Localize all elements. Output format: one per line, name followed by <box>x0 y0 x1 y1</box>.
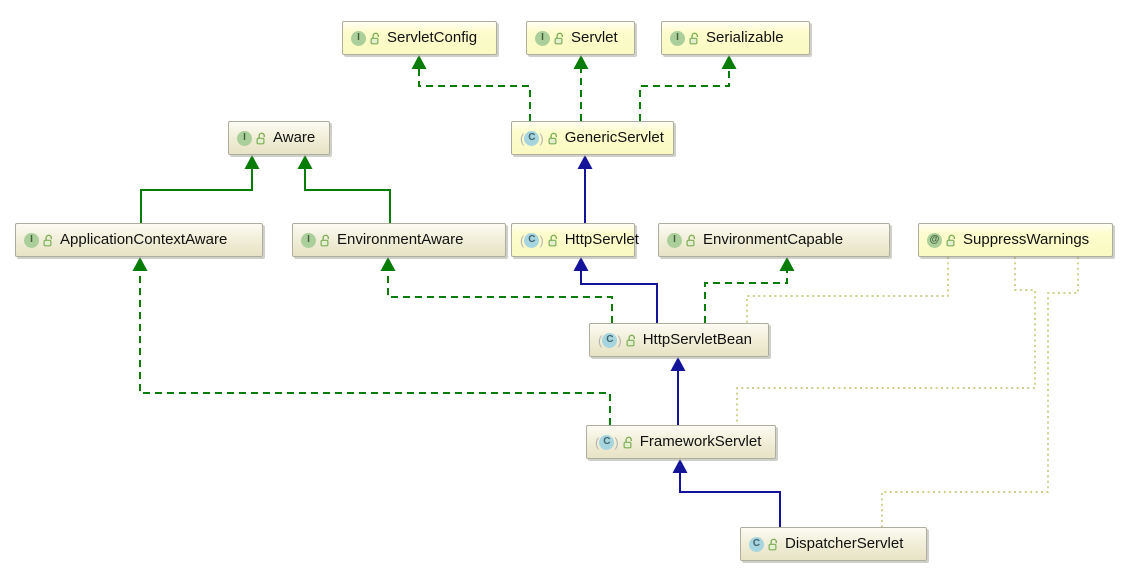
class-icon: (C) <box>520 232 544 248</box>
node-aware[interactable]: I Aware <box>228 121 330 155</box>
unlocked-icon <box>686 234 695 246</box>
node-applicationcontextaware[interactable]: I ApplicationContextAware <box>15 223 263 257</box>
unlocked-icon <box>548 132 557 144</box>
node-label: EnvironmentCapable <box>703 230 844 248</box>
node-label: Aware <box>273 128 316 146</box>
node-label: DispatcherServlet <box>785 534 904 552</box>
node-environmentcapable[interactable]: I EnvironmentCapable <box>658 223 890 257</box>
class-icon: (C) <box>595 434 619 450</box>
node-label: HttpServlet <box>564 230 639 248</box>
interface-icon: I <box>237 130 252 146</box>
interface-icon: I <box>301 232 316 248</box>
node-label: GenericServlet <box>564 128 664 146</box>
edge-applicationcontextaware-aware <box>140 169 253 223</box>
interface-icon: I <box>24 232 39 248</box>
unlocked-icon <box>320 234 329 246</box>
node-servlet[interactable]: I Servlet <box>526 21 635 55</box>
edge-frameworkservlet-applicationcontextaware <box>139 271 611 425</box>
class-icon: C <box>749 536 764 552</box>
node-environmentaware[interactable]: I EnvironmentAware <box>292 223 506 257</box>
arrowhead-implements <box>573 55 589 69</box>
arrowhead-extends-class <box>573 257 589 271</box>
edge-genericservlet-serializable <box>639 69 730 121</box>
node-label: EnvironmentAware <box>337 230 464 248</box>
arrowhead-extends-interface <box>297 155 313 169</box>
arrowhead-implements <box>721 55 737 69</box>
edge-httpservletbean-environmentaware <box>387 271 613 323</box>
unlocked-icon <box>548 234 557 246</box>
interface-icon: I <box>351 30 366 46</box>
arrowhead-extends-interface <box>244 155 260 169</box>
edge-suppresswarnings-frameworkservlet <box>736 257 1036 425</box>
interface-icon: I <box>667 232 682 248</box>
interface-icon: I <box>535 30 550 46</box>
edge-genericservlet-servletconfig <box>418 69 531 121</box>
node-servletconfig[interactable]: I ServletConfig <box>342 21 497 55</box>
node-label: HttpServletBean <box>642 330 752 348</box>
node-label: SuppressWarnings <box>963 230 1090 248</box>
annotation-icon: @ <box>927 232 942 248</box>
unlocked-icon <box>946 234 955 246</box>
node-label: ApplicationContextAware <box>60 230 228 248</box>
class-icon: (C) <box>520 130 544 146</box>
node-httpservletbean[interactable]: (C) HttpServletBean <box>589 323 769 357</box>
node-label: Serializable <box>706 28 784 46</box>
node-genericservlet[interactable]: (C) GenericServlet <box>511 121 674 155</box>
class-icon: (C) <box>598 332 622 348</box>
arrowhead-extends-class <box>670 357 686 371</box>
node-label: Servlet <box>571 28 618 46</box>
interface-icon: I <box>670 30 685 46</box>
node-httpservlet[interactable]: (C) HttpServlet <box>511 223 639 257</box>
node-frameworkservlet[interactable]: (C) FrameworkServlet <box>586 425 776 459</box>
unlocked-icon <box>623 436 632 448</box>
arrowhead-implements <box>132 257 148 271</box>
unlocked-icon <box>626 334 635 346</box>
arrowhead-extends-class <box>577 155 593 169</box>
unlocked-icon <box>689 32 698 44</box>
edge-dispatcherservlet-frameworkservlet <box>679 473 781 527</box>
edge-httpservletbean-httpservlet <box>580 271 658 323</box>
arrowhead-extends-class <box>672 459 688 473</box>
unlocked-icon <box>554 32 563 44</box>
arrowhead-implements <box>380 257 396 271</box>
arrowhead-implements <box>779 257 795 271</box>
unlocked-icon <box>256 132 265 144</box>
node-dispatcherservlet[interactable]: C DispatcherServlet <box>740 527 927 561</box>
unlocked-icon <box>370 32 379 44</box>
node-label: FrameworkServlet <box>639 432 762 450</box>
arrowhead-implements <box>411 55 427 69</box>
edge-environmentaware-aware <box>304 169 391 223</box>
node-label: ServletConfig <box>387 28 478 46</box>
node-serializable[interactable]: I Serializable <box>661 21 810 55</box>
node-suppresswarnings[interactable]: @ SuppressWarnings <box>918 223 1113 257</box>
unlocked-icon <box>43 234 52 246</box>
unlocked-icon <box>768 538 777 550</box>
